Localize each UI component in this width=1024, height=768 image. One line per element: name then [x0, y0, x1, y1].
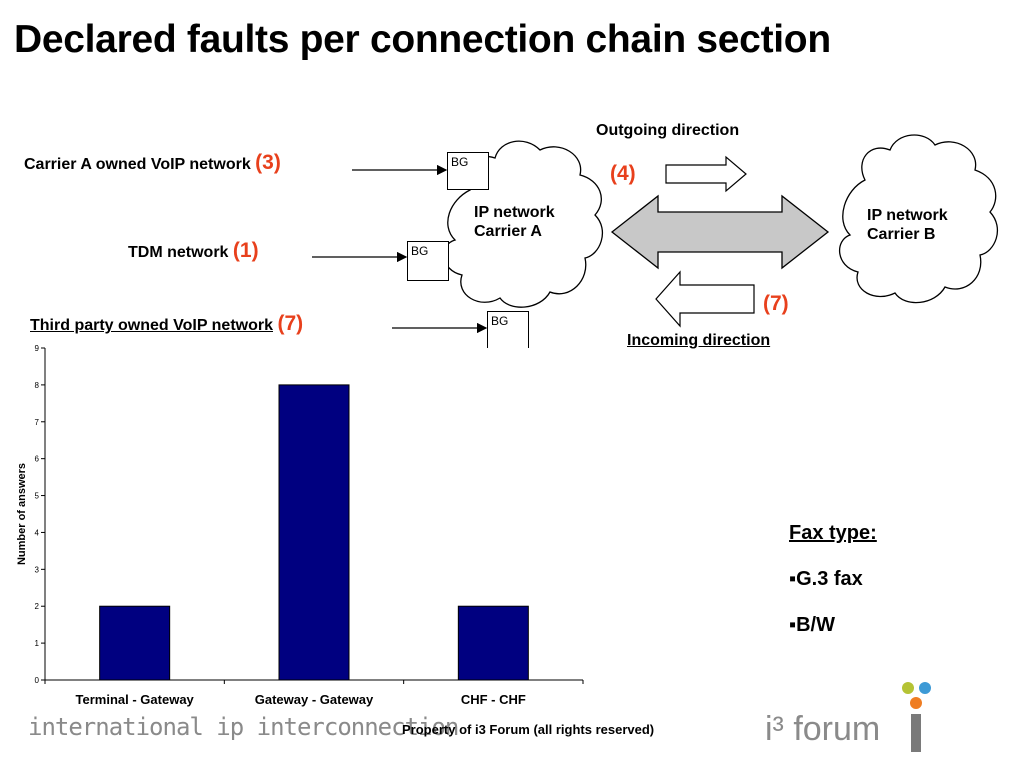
y-tick-label: 0 — [35, 676, 40, 685]
y-axis-label: Number of answers — [16, 463, 28, 565]
outgoing-direction-label: Outgoing direction — [596, 122, 740, 139]
page-title: Declared faults per connection chain sec… — [14, 18, 831, 61]
y-tick-label: 9 — [35, 344, 40, 353]
incoming-count: (7) — [763, 292, 789, 315]
network-diagram — [312, 134, 999, 334]
y-tick-label: 5 — [35, 492, 40, 501]
tdm-label: TDM network — [128, 244, 229, 261]
y-tick-label: 3 — [35, 565, 40, 574]
footer-brand-text: international ip interconnection — [28, 713, 459, 741]
y-tick-label: 4 — [35, 528, 40, 537]
incoming-direction-label: Incoming direction — [627, 332, 771, 349]
incoming-arrow — [655, 270, 755, 328]
outgoing-count: (4) — [610, 162, 636, 185]
border-gateway-third-party: BG — [487, 311, 529, 348]
ip-network-b-line1: IP network — [867, 207, 948, 224]
tdm-count: (1) — [232, 239, 259, 262]
ip-network-a-line2: Carrier A — [474, 223, 542, 240]
x-tick-label: Gateway - Gateway — [255, 692, 374, 707]
i3-forum-logo: i³ forum — [765, 682, 931, 752]
third-party-count: (7) — [277, 312, 304, 335]
cloud-carrier-b — [838, 134, 999, 304]
bar — [99, 605, 171, 681]
fax-type-heading: Fax type: — [789, 522, 877, 544]
bar — [457, 605, 529, 681]
ip-network-b-label: IP network Carrier B — [867, 206, 948, 244]
carrier-a-label: Carrier A owned VoIP network — [24, 156, 251, 173]
bar — [278, 384, 350, 681]
y-tick-label: 6 — [35, 455, 40, 464]
x-tick-label: Terminal - Gateway — [76, 692, 195, 707]
tdm-label-row: TDM network (1) — [128, 239, 259, 263]
third-party-label: Third party owned VoIP network — [30, 317, 273, 334]
y-tick-label: 2 — [35, 602, 40, 611]
x-tick-label: CHF - CHF — [461, 692, 526, 707]
fax-item-bw: ▪B/W — [789, 614, 835, 636]
y-tick-label: 7 — [35, 418, 40, 427]
outgoing-arrow — [665, 155, 747, 193]
carrier-a-label-row: Carrier A owned VoIP network (3) — [24, 151, 281, 175]
y-tick-label: 8 — [35, 381, 40, 390]
svg-text:i³ forum: i³ forum — [765, 710, 880, 748]
ip-network-a-label: IP network Carrier A — [474, 203, 555, 241]
border-gateway-tdm: BG — [407, 241, 449, 281]
double-arrow — [610, 194, 830, 270]
ip-network-a-line1: IP network — [474, 204, 555, 221]
fax-item-g3: ▪G.3 fax — [789, 568, 863, 590]
third-party-label-row: Third party owned VoIP network (7) — [30, 312, 303, 336]
border-gateway-carrier-a: BG — [447, 152, 489, 190]
carrier-a-count: (3) — [255, 151, 281, 174]
footer-property-text: Property of i3 Forum (all rights reserve… — [402, 722, 655, 737]
y-tick-label: 1 — [35, 639, 40, 648]
ip-network-b-line2: Carrier B — [867, 226, 936, 243]
